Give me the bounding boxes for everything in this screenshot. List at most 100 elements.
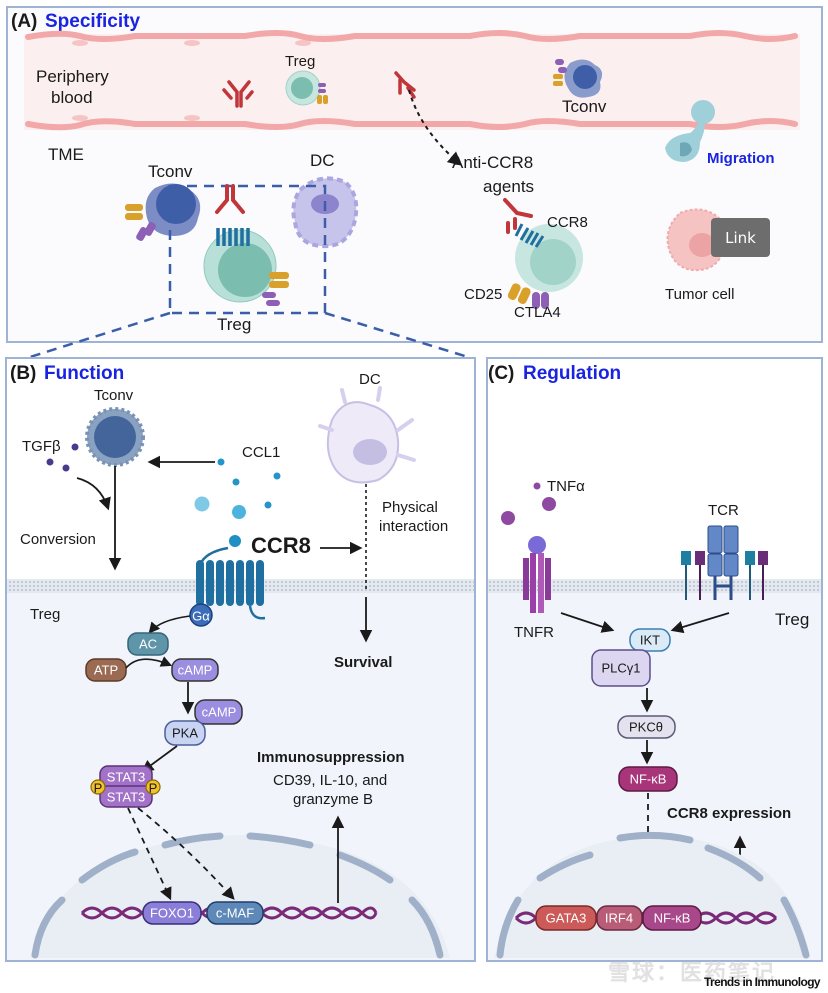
panel-b-title: Function bbox=[44, 363, 124, 384]
tcr-label: TCR bbox=[708, 502, 739, 519]
dc-tme-label: DC bbox=[310, 151, 335, 170]
survival-label: Survival bbox=[334, 654, 392, 671]
panel-c-title: Regulation bbox=[523, 363, 621, 384]
anti-ccr8-label-line2: agents bbox=[483, 177, 534, 196]
svg-text:PKA: PKA bbox=[172, 726, 198, 741]
ccr8-receptor-icon bbox=[196, 546, 266, 620]
conversion-label: Conversion bbox=[20, 531, 96, 548]
svg-text:FOXO1: FOXO1 bbox=[150, 906, 194, 921]
treg-label-b: Treg bbox=[30, 606, 60, 623]
tconv-cell-icon bbox=[553, 59, 603, 98]
panel-b: (B) Function Tconv TGFβ Conversion CCL1 … bbox=[5, 357, 476, 962]
nucleus bbox=[30, 832, 450, 959]
phospho-icon bbox=[90, 779, 106, 795]
camp-node: cAMP bbox=[171, 658, 219, 682]
svg-text:ATP: ATP bbox=[94, 663, 118, 678]
stat3-dimer-node: STAT3 STAT3 P P bbox=[90, 765, 161, 808]
svg-text:STAT3: STAT3 bbox=[107, 770, 146, 785]
irf4-node: IRF4 bbox=[596, 905, 643, 931]
phospho-icon bbox=[145, 779, 161, 795]
svg-text:P: P bbox=[149, 781, 158, 796]
periphery-label-line2: blood bbox=[51, 88, 93, 107]
antibody-icon bbox=[222, 80, 254, 108]
dc-label-b: DC bbox=[359, 371, 381, 388]
cmaf-node: c-MAF bbox=[206, 901, 264, 925]
antibody-migration-arrow bbox=[408, 89, 463, 166]
anti-ccr8-label-line1: Anti-CCR8 bbox=[452, 153, 533, 172]
journal-credit: Trends in Immunology bbox=[703, 975, 821, 989]
treg-tme-label: Treg bbox=[217, 315, 251, 334]
galpha-to-ac-arrow bbox=[148, 615, 191, 634]
treg-cell-icon bbox=[203, 228, 289, 306]
svg-text:P: P bbox=[94, 781, 103, 796]
panel-a-letter: (A) bbox=[11, 11, 37, 32]
panel-c-letter: (C) bbox=[488, 363, 514, 384]
tconv-cell-icon bbox=[85, 407, 145, 467]
tcr-receptor-icon bbox=[681, 525, 768, 600]
ccr8-label-b: CCR8 bbox=[251, 533, 311, 558]
tgfb-label: TGFβ bbox=[22, 438, 61, 455]
gata3-node: GATA3 bbox=[535, 905, 597, 931]
tconv-blood-label: Tconv bbox=[562, 97, 607, 116]
treg-cell-icon bbox=[285, 70, 328, 106]
ccl1-label: CCL1 bbox=[242, 444, 280, 461]
treg-ccr8-cell-icon bbox=[503, 198, 583, 309]
tumor-cell-label: Tumor cell bbox=[665, 286, 734, 303]
blood-vessel bbox=[24, 30, 800, 131]
treg-blood-label: Treg bbox=[285, 53, 315, 70]
panel-c: (C) Regulation TNFα TNFR TCR Treg bbox=[486, 357, 823, 962]
atp-node: ATP bbox=[85, 658, 127, 682]
tnfa-molecules-icon bbox=[501, 482, 556, 525]
svg-text:STAT3: STAT3 bbox=[107, 790, 146, 805]
tgfb-molecules-icon bbox=[46, 443, 79, 472]
svg-text:cAMP: cAMP bbox=[202, 705, 237, 720]
tconv-tme-label: Tconv bbox=[148, 162, 193, 181]
nfkb-node: NF-κB bbox=[618, 766, 678, 792]
camp-bound-node: cAMP bbox=[194, 699, 243, 725]
dc-cell-icon bbox=[318, 386, 416, 484]
effectors-label-line1: CD39, IL-10, and bbox=[273, 772, 387, 789]
svg-text:Gα: Gα bbox=[192, 609, 210, 624]
tconv-label-b: Tconv bbox=[94, 387, 134, 404]
galpha-node: Gα bbox=[189, 603, 213, 627]
link-button[interactable]: Link bbox=[711, 218, 770, 257]
pka-node: PKA bbox=[164, 720, 206, 746]
migrating-cell-icon bbox=[665, 100, 715, 162]
svg-text:IKT: IKT bbox=[640, 633, 660, 648]
stat3-to-foxo1-arrow bbox=[127, 807, 172, 901]
pkct-node: PKCθ bbox=[617, 715, 676, 739]
cd25-label: CD25 bbox=[464, 286, 502, 303]
svg-text:GATA3: GATA3 bbox=[546, 911, 587, 926]
ac-node: AC bbox=[127, 632, 169, 656]
immunosuppression-label: Immunosuppression bbox=[257, 749, 405, 766]
tnfa-label: TNFα bbox=[547, 478, 585, 495]
ccl1-molecules-icon bbox=[194, 458, 281, 547]
tnfr-label: TNFR bbox=[514, 624, 554, 641]
ccr8-label-a: CCR8 bbox=[547, 214, 588, 231]
migration-label: Migration bbox=[707, 150, 775, 167]
tme-label: TME bbox=[48, 145, 84, 164]
effectors-label-line2: granzyme B bbox=[293, 791, 373, 808]
periphery-label-line1: Periphery bbox=[36, 67, 109, 86]
physical-label-line2: interaction bbox=[379, 518, 448, 535]
conversion-curve-arrow bbox=[76, 477, 111, 511]
svg-text:cAMP: cAMP bbox=[178, 663, 213, 678]
cell-membrane bbox=[488, 579, 821, 593]
tcr-to-ikt-arrow bbox=[670, 612, 730, 634]
svg-text:PLCγ1: PLCγ1 bbox=[601, 661, 640, 676]
foxo1-node: FOXO1 bbox=[142, 901, 202, 925]
svg-text:c-MAF: c-MAF bbox=[216, 906, 254, 921]
panel-a: (A) Specificity Periphery blood Treg bbox=[6, 6, 823, 359]
svg-text:AC: AC bbox=[139, 637, 157, 652]
physical-label-line1: Physical bbox=[382, 499, 438, 516]
watermark: 雪球：医药笔记 bbox=[608, 960, 777, 985]
panel-b-letter: (B) bbox=[10, 363, 36, 384]
nfkb-dna-node: NF-κB bbox=[642, 905, 702, 931]
ccr8-expression-label: CCR8 expression bbox=[667, 805, 791, 822]
antibody-icon bbox=[394, 71, 416, 99]
tnfr-receptor-icon bbox=[523, 536, 551, 613]
panel-a-title: Specificity bbox=[45, 11, 140, 32]
stat3-to-cmaf-arrow bbox=[137, 807, 235, 900]
svg-text:NF-κB: NF-κB bbox=[630, 772, 667, 787]
